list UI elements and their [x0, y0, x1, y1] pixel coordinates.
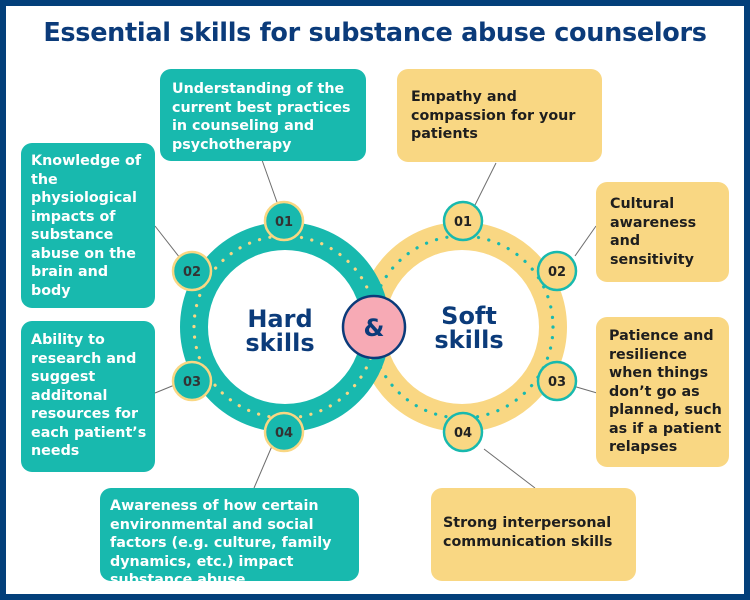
connector-lines — [154, 159, 598, 489]
hard-badge-03: 03 — [171, 360, 213, 402]
svg-text:04: 04 — [275, 426, 293, 441]
hard-skill-text-01: Understanding of the current best practi… — [172, 81, 351, 153]
svg-text:03: 03 — [183, 375, 201, 390]
soft-skill-text-04: Strong interpersonal communication skill… — [443, 515, 613, 550]
hard-skills-label: Hard skills — [225, 307, 335, 355]
hard-label-line1: Hard — [247, 305, 313, 333]
soft-badge-04: 04 — [442, 411, 484, 453]
svg-text:&: & — [364, 314, 385, 342]
soft-skills-label: Soft skills — [414, 304, 524, 352]
svg-text:01: 01 — [454, 215, 472, 230]
soft-skill-card-02: Cultural awareness and sensitivity — [596, 182, 729, 282]
hard-skill-text-02: Knowledge of the physiological impacts o… — [31, 153, 142, 299]
soft-skill-card-04: Strong interpersonal communication skill… — [431, 488, 636, 581]
hard-skill-card-03: Ability to research and suggest additona… — [21, 321, 155, 472]
soft-badge-03: 03 — [536, 360, 578, 402]
soft-skill-text-01: Empathy and compassion for your patients — [411, 89, 576, 142]
soft-badge-01: 01 — [442, 200, 484, 242]
svg-text:02: 02 — [183, 265, 201, 280]
hard-skill-card-02: Knowledge of the physiological impacts o… — [21, 143, 155, 308]
svg-text:01: 01 — [275, 215, 293, 230]
hard-badge-04: 04 — [263, 411, 305, 453]
soft-skill-card-03: Patience and resilience when things don’… — [596, 317, 729, 467]
svg-text:04: 04 — [454, 426, 472, 441]
soft-badge-02: 02 — [536, 250, 578, 292]
hard-skill-card-01: Understanding of the current best practi… — [160, 69, 366, 161]
svg-text:03: 03 — [548, 375, 566, 390]
hard-skill-text-04: Awareness of how certain environmental a… — [110, 498, 332, 588]
hard-label-line2: skills — [245, 329, 315, 357]
soft-label-line2: skills — [434, 326, 504, 354]
page-title: Essential skills for substance abuse cou… — [43, 18, 707, 48]
soft-label-line1: Soft — [441, 302, 497, 330]
ampersand-icon: & — [341, 294, 407, 360]
hard-skill-card-04: Awareness of how certain environmental a… — [100, 488, 359, 588]
soft-skill-card-01: Empathy and compassion for your patients — [397, 69, 602, 162]
hard-skill-text-03: Ability to research and suggest additona… — [31, 332, 147, 459]
svg-text:02: 02 — [548, 265, 566, 280]
soft-skill-text-03: Patience and resilience when things don’… — [609, 328, 722, 455]
hard-badge-02: 02 — [171, 250, 213, 292]
soft-skill-text-02: Cultural awareness and sensitivity — [610, 196, 697, 268]
hard-badge-01: 01 — [263, 200, 305, 242]
